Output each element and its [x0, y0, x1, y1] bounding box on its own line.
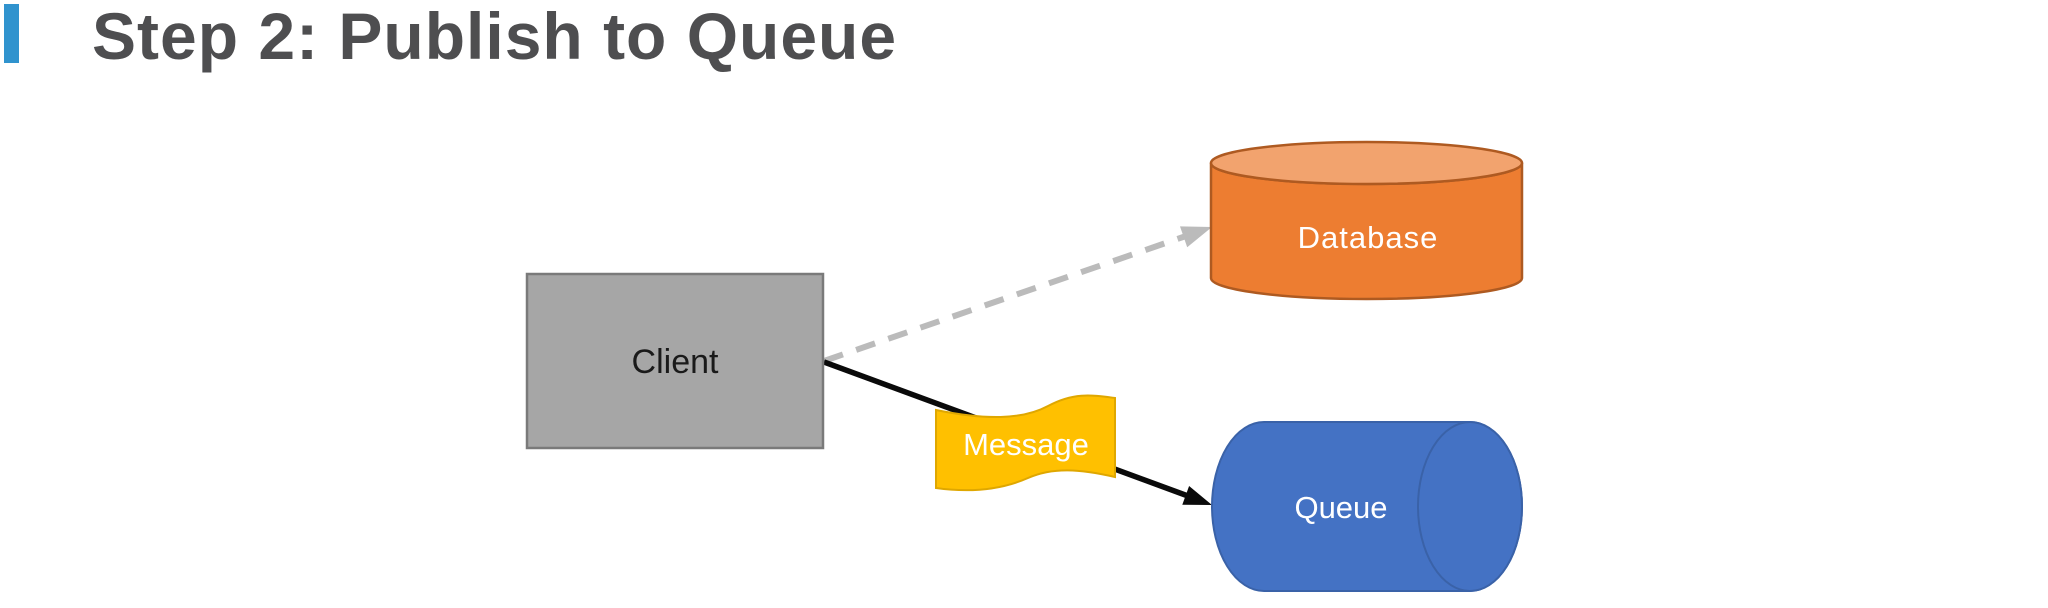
client-node: Client — [525, 272, 825, 450]
client-to-queue-arrowhead — [1182, 486, 1212, 505]
page-title: Step 2: Publish to Queue — [92, 0, 898, 73]
message-label: Message — [963, 427, 1089, 462]
client-to-database-arrow — [823, 226, 1212, 364]
title-accent-bar — [4, 4, 19, 63]
queue-cylinder-cap — [1417, 421, 1523, 592]
message-badge: Message — [935, 394, 1116, 492]
message-wave-shape — [935, 394, 1116, 492]
database-node: Database — [1209, 140, 1524, 301]
database-label: Database — [1298, 220, 1439, 255]
database-cylinder-top — [1209, 140, 1524, 186]
queue-node: Queue — [1211, 421, 1523, 592]
client-label: Client — [632, 343, 719, 381]
queue-label: Queue — [1294, 490, 1387, 525]
client-to-database-arrowhead — [1180, 226, 1212, 248]
client-rectangle — [525, 272, 825, 450]
client-to-database-arrow-line — [823, 233, 1187, 364]
